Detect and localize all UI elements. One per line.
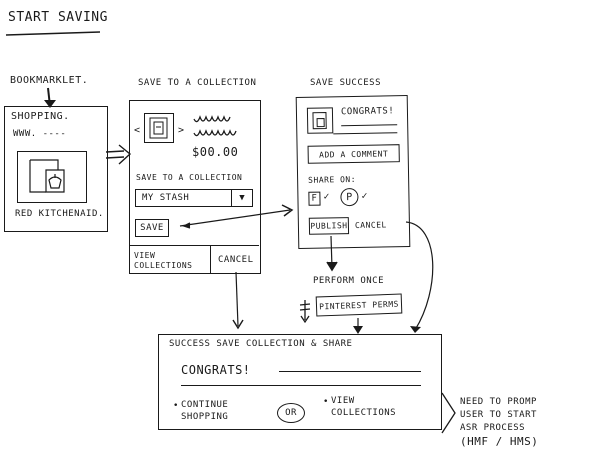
text-line (279, 371, 421, 373)
save-to-success-panel-arrow (235, 271, 239, 327)
pinterest-checkbox[interactable]: ✓ (361, 190, 368, 202)
save-button[interactable]: Save (135, 219, 169, 237)
mixer-thumb-icon (312, 111, 327, 130)
congrats-text: Congrats! (340, 106, 395, 118)
save-section-label: Save to a Collection (136, 173, 243, 182)
add-comment-button[interactable]: Add a Comment (307, 144, 400, 164)
text-line (181, 385, 421, 387)
bookmarklet-label: Bookmarklet. (10, 75, 89, 86)
collection-select[interactable]: My Stash ▼ (135, 189, 253, 207)
success-panel: Success Save Collection & Share Congrats… (158, 334, 442, 430)
note-line: Need to promp (460, 397, 537, 407)
continue-shopping-link[interactable]: Continue Shopping (181, 400, 229, 422)
facebook-share-button[interactable]: f (308, 191, 321, 206)
button-divider (210, 246, 212, 273)
product-image (17, 151, 87, 203)
note-line: user to start (460, 410, 537, 420)
prev-image-button[interactable]: < (134, 125, 141, 136)
shopping-to-save-arrow (105, 144, 132, 165)
facebook-checkbox[interactable]: ✓ (323, 191, 330, 203)
cancel-button[interactable]: Cancel (218, 255, 254, 265)
save-success-screen: Congrats! Add a Comment Share on: f ✓ P … (295, 95, 411, 249)
or-divider: OR (277, 403, 305, 423)
pinterest-share-button[interactable]: P (340, 187, 359, 207)
bullet-icon: • (323, 397, 329, 407)
description-placeholder (193, 115, 237, 137)
view-collections-link[interactable]: View Collections (331, 396, 397, 418)
collection-select-value: My Stash (142, 193, 190, 203)
perform-once-label: Perform Once (313, 276, 385, 286)
save-collection-screen: < > $00.00 Save to a Collection My Stash… (129, 100, 261, 274)
title-underline (5, 31, 101, 36)
bullet-icon: • (173, 401, 179, 411)
pinterest-perms-button[interactable]: Pinterest Perms (315, 293, 403, 317)
site-title: Shopping. (11, 111, 70, 122)
view-collections-button[interactable]: View Collections (134, 251, 193, 270)
text-line (341, 124, 398, 127)
success-panel-heading: Success Save Collection & Share (169, 339, 353, 349)
note-line: ASR process (460, 423, 526, 433)
note-line: (HMF / HMS) (460, 435, 539, 448)
product-price: $00.00 (192, 145, 239, 159)
divider (130, 245, 259, 247)
save-collection-heading: Save to a Collection (138, 78, 257, 88)
bookmarklet-arrow (47, 87, 51, 107)
site-url: www. ---- (13, 129, 67, 139)
save-success-heading: Save Success (310, 78, 382, 88)
next-image-button[interactable]: > (178, 125, 185, 136)
chevron-down-icon[interactable]: ▼ (231, 190, 252, 206)
publish-button[interactable]: Publish (308, 217, 350, 235)
product-name: Red Kitchenaid. (15, 209, 104, 219)
saved-item-thumbnail (306, 107, 334, 134)
page-title: Start Saving (8, 10, 108, 25)
success-cancel-button[interactable]: Cancel (354, 220, 387, 230)
note-bracket (441, 392, 456, 434)
shopping-page-screen: Shopping. www. ---- Red Kitchenaid. (4, 106, 108, 232)
share-on-label: Share on: (308, 174, 357, 185)
success-panel-congrats: Congrats! (181, 363, 251, 377)
product-thumbnail (144, 113, 174, 143)
text-line (333, 132, 398, 135)
mixer-thumb-icon (149, 117, 168, 139)
process-note: Need to promp user to start ASR process … (460, 396, 538, 448)
mixer-icon (29, 159, 65, 193)
